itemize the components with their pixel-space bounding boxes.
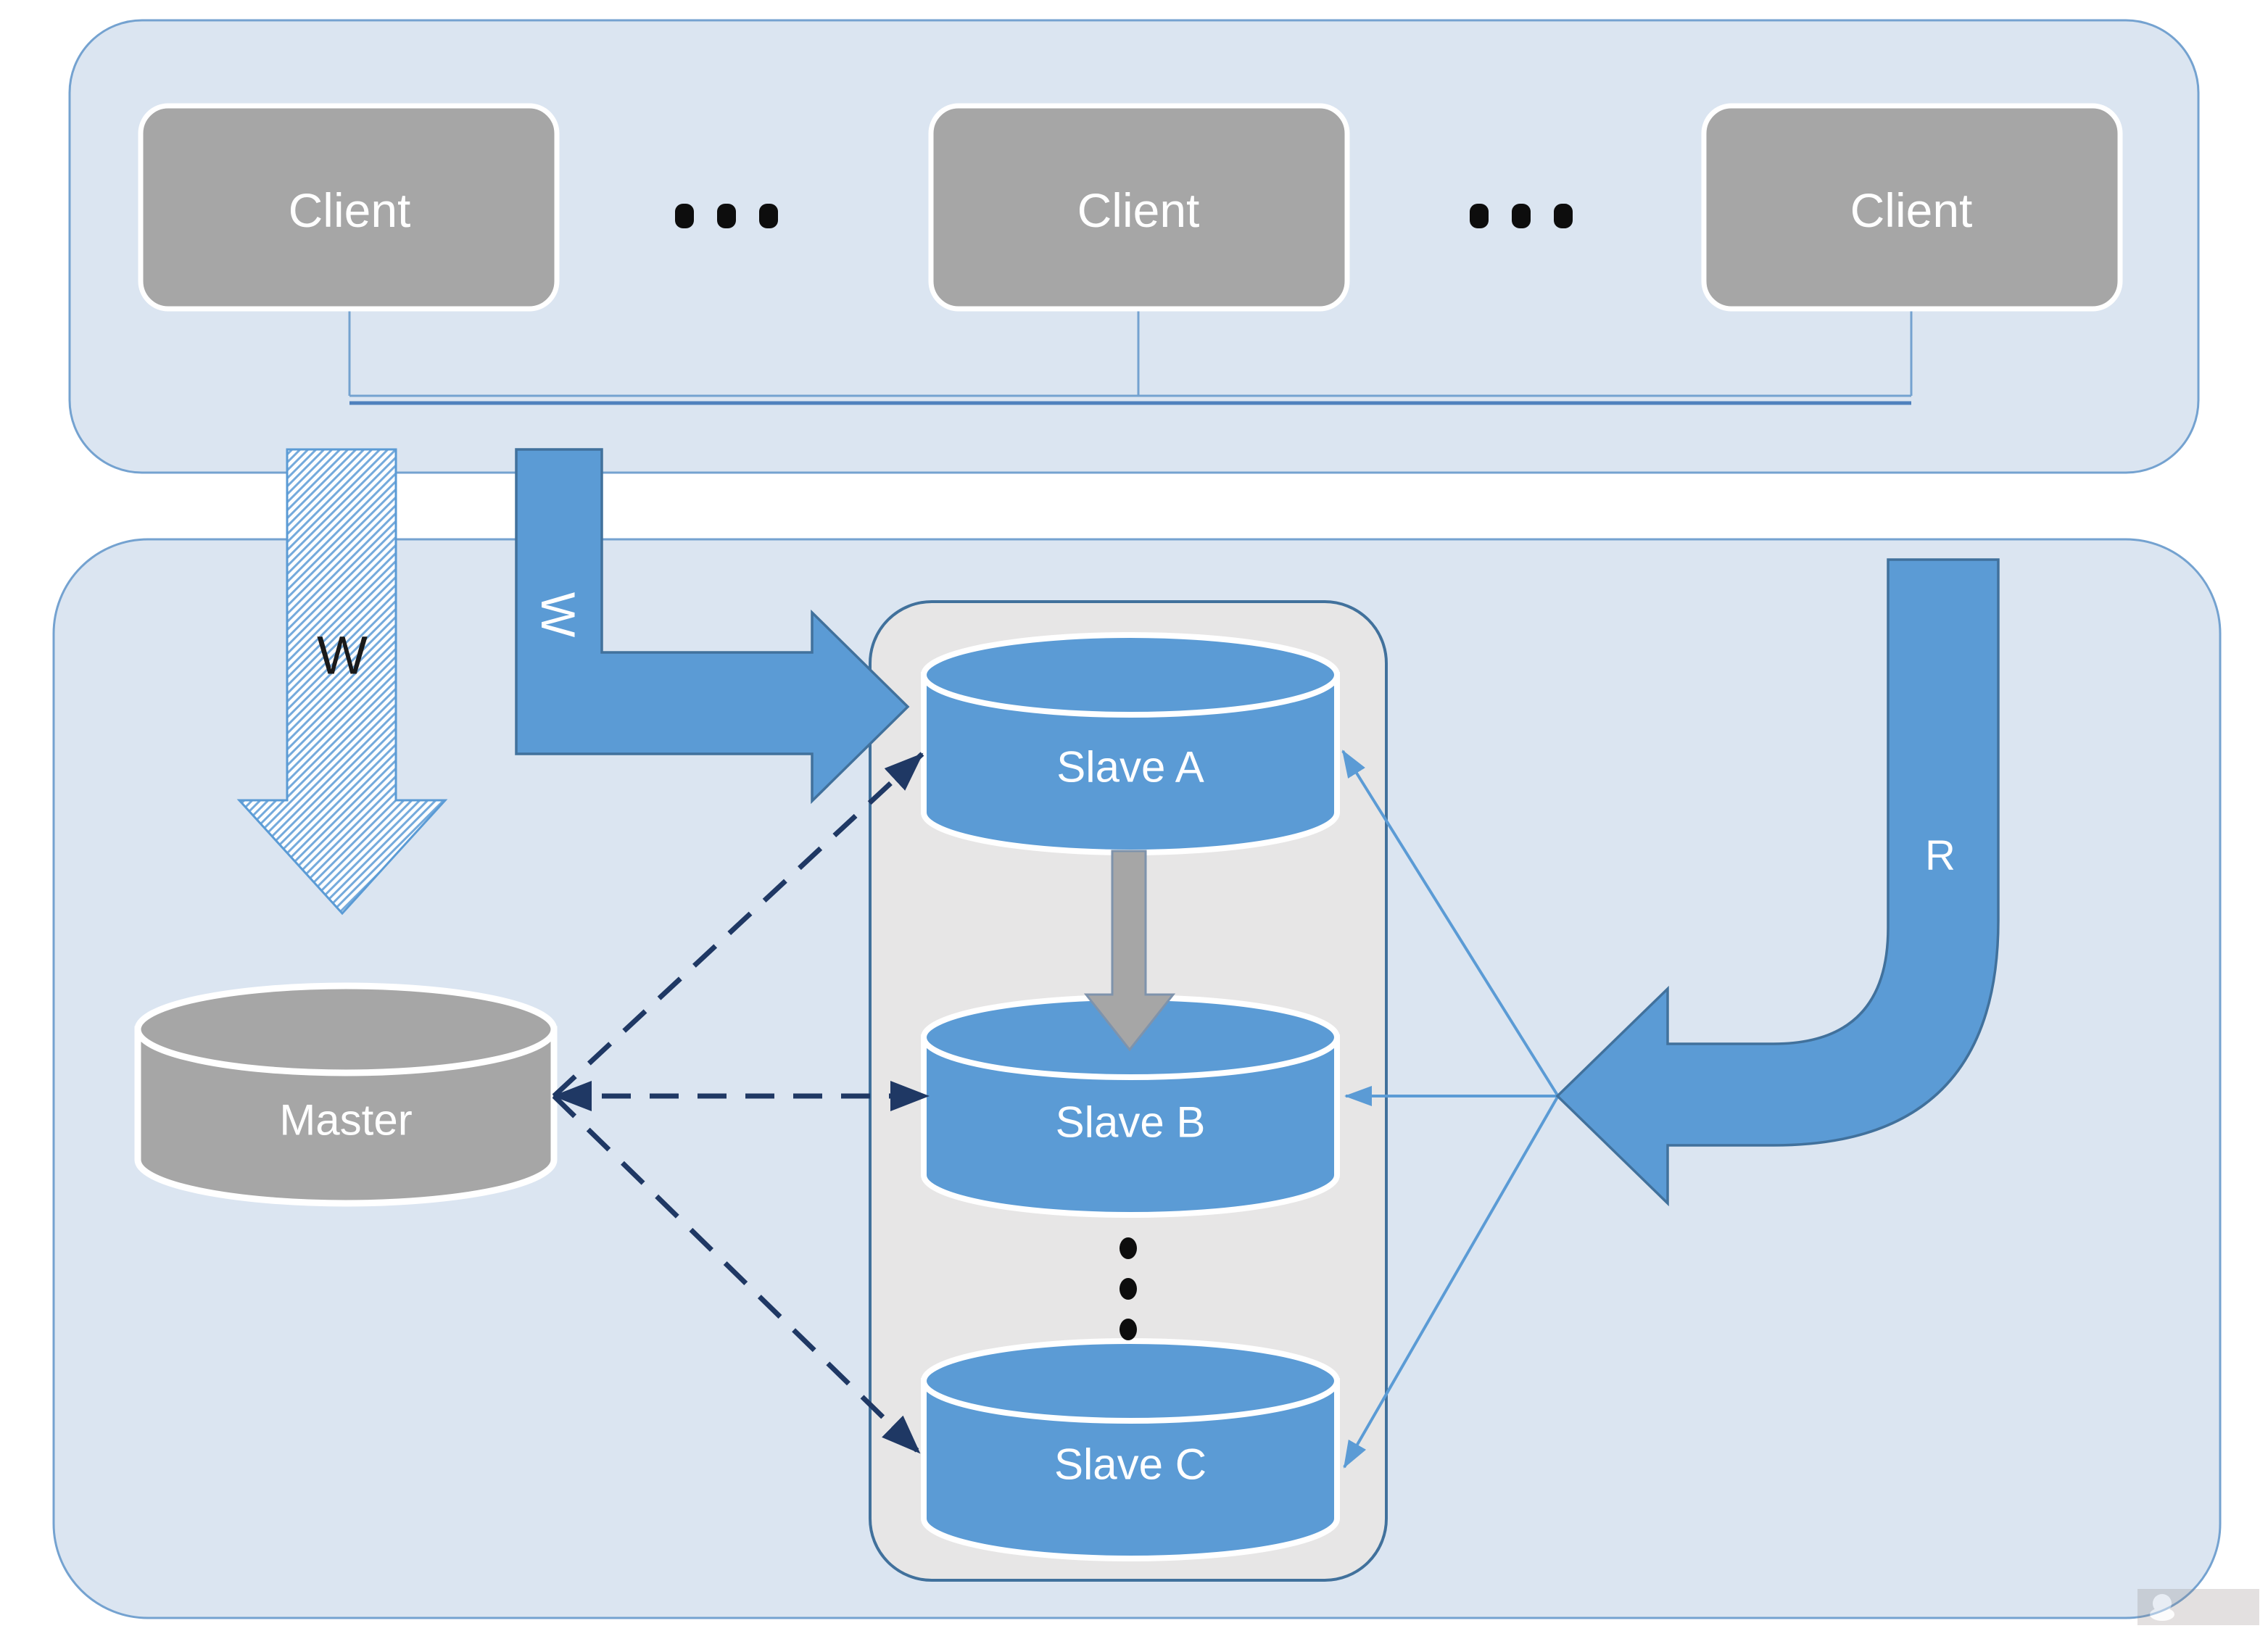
cylinder-body	[921, 1378, 1340, 1561]
client-box	[138, 103, 560, 312]
client-box	[1701, 103, 2123, 312]
write-arrow-hatched-label: W	[317, 626, 368, 686]
write-arrow-hatched	[236, 448, 448, 916]
slave-b-label: Slave B	[1056, 1098, 1206, 1147]
cylinder-body	[921, 1034, 1340, 1218]
slave-a-label: Slave A	[1056, 743, 1204, 792]
cylinder-top	[921, 632, 1340, 718]
write-arrow-solid	[515, 448, 910, 805]
slave-a-cylinder: Slave A	[921, 632, 1340, 855]
watermark-logo-icon	[2150, 1594, 2174, 1621]
client-label: Client	[1077, 183, 1200, 237]
cylinder-top	[134, 982, 558, 1076]
horizontal-ellipsis-icon	[1470, 204, 1573, 228]
client-node-1: Client	[138, 103, 560, 312]
horizontal-ellipsis-icon	[675, 204, 778, 228]
client-bus-connector	[348, 309, 1913, 405]
write-arrow-solid-label: W	[531, 592, 585, 638]
read-fan-arrow-slave-c	[1343, 1094, 1560, 1469]
master-label: Master	[279, 1096, 412, 1145]
client-label: Client	[1850, 183, 1973, 237]
vertical-ellipsis-icon	[1119, 1237, 1137, 1340]
master-to-slave-c-dashed-arrow	[552, 1094, 922, 1455]
master-to-slave-a-dashed-arrow	[552, 752, 924, 1098]
read-arrow-label: R	[1925, 832, 1955, 879]
slave-c-label: Slave C	[1054, 1440, 1207, 1489]
master-cylinder: Master	[134, 982, 558, 1207]
watermark	[2137, 1589, 2259, 1625]
watermark-background	[2137, 1589, 2259, 1625]
read-fan-arrow-slave-a	[1341, 750, 1560, 1099]
client-label: Client	[289, 183, 411, 237]
read-arrow	[1555, 558, 2000, 1207]
replication-arrow-a-to-b	[1083, 850, 1176, 1052]
cylinder-top	[921, 1338, 1340, 1424]
client-node-3: Client	[1701, 103, 2123, 312]
client-node-2: Client	[928, 103, 1350, 312]
client-box	[928, 103, 1350, 312]
slave-c-cylinder: Slave C	[921, 1338, 1340, 1561]
cylinder-body	[134, 1026, 558, 1207]
